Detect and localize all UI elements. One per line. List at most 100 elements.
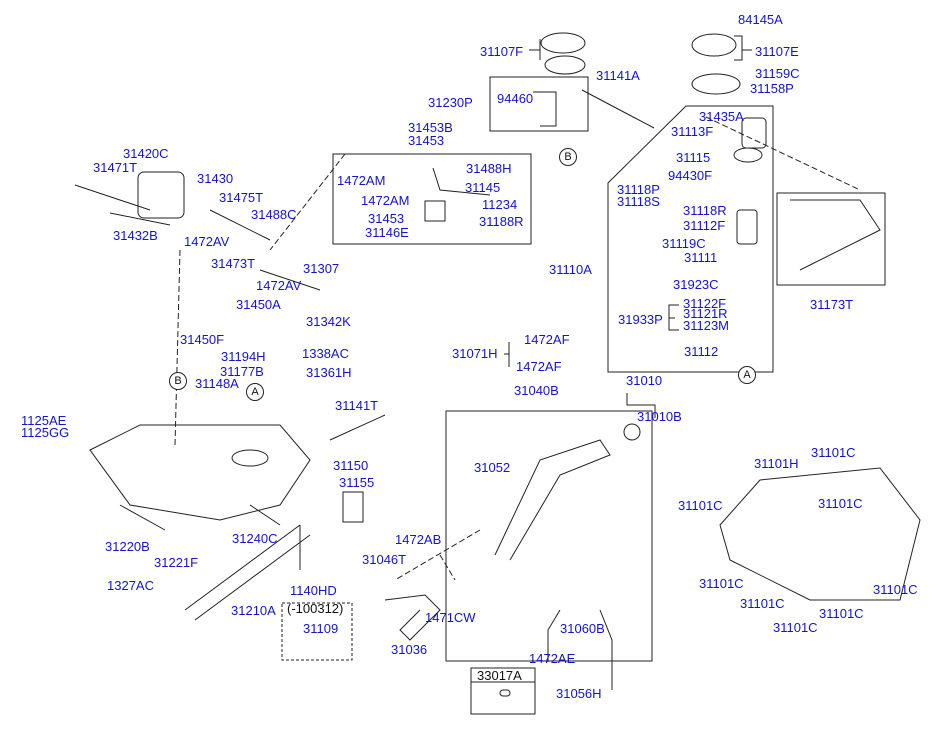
label-31173T: 31173T (810, 297, 854, 312)
label-date-range: (-100312) (287, 601, 344, 616)
label-31052: 31052 (474, 460, 511, 475)
label-31121R: 31121R (683, 306, 728, 321)
label-31010: 31010 (626, 373, 663, 388)
label-31110A: 31110A (549, 262, 592, 277)
label-31101C: 31101C (740, 596, 785, 611)
label-1125AE: 1125AE (21, 413, 67, 428)
label-31046T: 31046T (362, 552, 407, 567)
sender-box (489, 76, 589, 132)
label-31473T: 31473T (211, 256, 256, 271)
label-31188R: 31188R (479, 214, 524, 229)
label-31450F: 31450F (180, 332, 225, 347)
label-1125GG: 1125GG (21, 425, 70, 440)
tube-box (776, 192, 886, 286)
label-31113F: 31113F (671, 124, 714, 139)
label-31361H: 31361H (306, 365, 352, 380)
label-94460: 94460 (497, 91, 534, 106)
label-1472AF: 1472AF (516, 359, 562, 374)
label-31111: 31111 (684, 250, 718, 265)
label-31240C: 31240C (232, 531, 278, 546)
label-31010B: 31010B (637, 409, 682, 424)
label-31488C: 31488C (251, 207, 297, 222)
label-31220B: 31220B (105, 539, 150, 554)
label-31101C: 31101C (818, 496, 863, 511)
label-31475T: 31475T (219, 190, 264, 205)
label-1472AM: 1472AM (361, 193, 410, 208)
label-31923C: 31923C (673, 277, 719, 292)
label-1472AM: 1472AM (337, 173, 386, 188)
label-31453B: 31453B (408, 120, 453, 135)
label-1471CW: 1471CW (425, 610, 476, 625)
label-31210A: 31210A (231, 603, 276, 618)
label-31150: 31150 (333, 458, 369, 473)
label-31148A: 31148A (195, 376, 239, 391)
label-31453: 31453 (368, 211, 405, 226)
gasket-box (470, 667, 536, 715)
label-31230P: 31230P (428, 95, 473, 110)
label-31194H: 31194H (221, 349, 266, 364)
label-33017A: 33017A (477, 668, 522, 683)
label-31107F: 31107F (480, 44, 524, 59)
label-11234: 11234 (482, 197, 518, 212)
label-31101H: 31101H (754, 456, 799, 471)
filler-neck-box (445, 410, 653, 662)
label-31118R: 31118R (683, 203, 727, 218)
label-31453: 31453 (408, 133, 445, 148)
label-1472AV: 1472AV (256, 278, 302, 293)
label-1472AE: 1472AE (529, 651, 576, 666)
label-1140HD: 1140HD (290, 583, 337, 598)
label-31141T: 31141T (335, 398, 379, 413)
label-31933P: 31933P (618, 312, 663, 327)
label-31488H: 31488H (466, 161, 512, 176)
label-31036: 31036 (391, 642, 428, 657)
label-31342K: 31342K (306, 314, 351, 329)
label-31430: 31430 (197, 171, 234, 186)
label-31420C: 31420C (123, 146, 169, 161)
label-31101C: 31101C (678, 498, 723, 513)
pump-module-box (607, 105, 774, 373)
label-31123M: 31123M (683, 318, 730, 333)
label-31145: 31145 (465, 180, 501, 195)
label-31141A: 31141A (596, 68, 640, 83)
label-31107E: 31107E (755, 44, 799, 59)
label-31118S: 31118S (617, 194, 660, 209)
label-31432B: 31432B (113, 228, 158, 243)
label-1472AV: 1472AV (184, 234, 230, 249)
label-31112: 31112 (684, 344, 719, 359)
marker-a: A (246, 383, 264, 401)
label-31471T: 31471T (93, 160, 138, 175)
label-84145A: 84145A (738, 12, 783, 27)
label-31146E: 31146E (365, 225, 409, 240)
label-31101C: 31101C (819, 606, 864, 621)
label-31071H: 31071H (452, 346, 498, 361)
label-31435A: 31435A (699, 109, 744, 124)
marker-b: B (559, 148, 577, 166)
label-31112F: 31112F (683, 218, 726, 233)
label-31221F: 31221F (154, 555, 199, 570)
label-31155: 31155 (339, 475, 375, 490)
label-1338AC: 1338AC (302, 346, 349, 361)
vent-valve-box (332, 153, 532, 245)
label-1327AC: 1327AC (107, 578, 154, 593)
label-31118P: 31118P (617, 182, 660, 197)
optional-box (281, 602, 353, 661)
label-1472AF: 1472AF (524, 332, 570, 347)
label-31101C: 31101C (773, 620, 818, 635)
label-31115: 31115 (676, 150, 711, 165)
label-31177B: 31177B (220, 364, 264, 379)
marker-b: B (169, 372, 187, 390)
label-31307: 31307 (303, 261, 340, 276)
label-31159C: 31159C (755, 66, 800, 81)
label-31101C: 31101C (873, 582, 918, 597)
label-31060B: 31060B (560, 621, 605, 636)
label-31109: 31109 (303, 621, 339, 636)
marker-a: A (738, 366, 756, 384)
label-31101C: 31101C (811, 445, 856, 460)
label-31101C: 31101C (699, 576, 744, 591)
label-31056H: 31056H (556, 686, 602, 701)
label-31158P: 31158P (750, 81, 794, 96)
label-94430F: 94430F (668, 168, 713, 183)
label-31040B: 31040B (514, 383, 559, 398)
